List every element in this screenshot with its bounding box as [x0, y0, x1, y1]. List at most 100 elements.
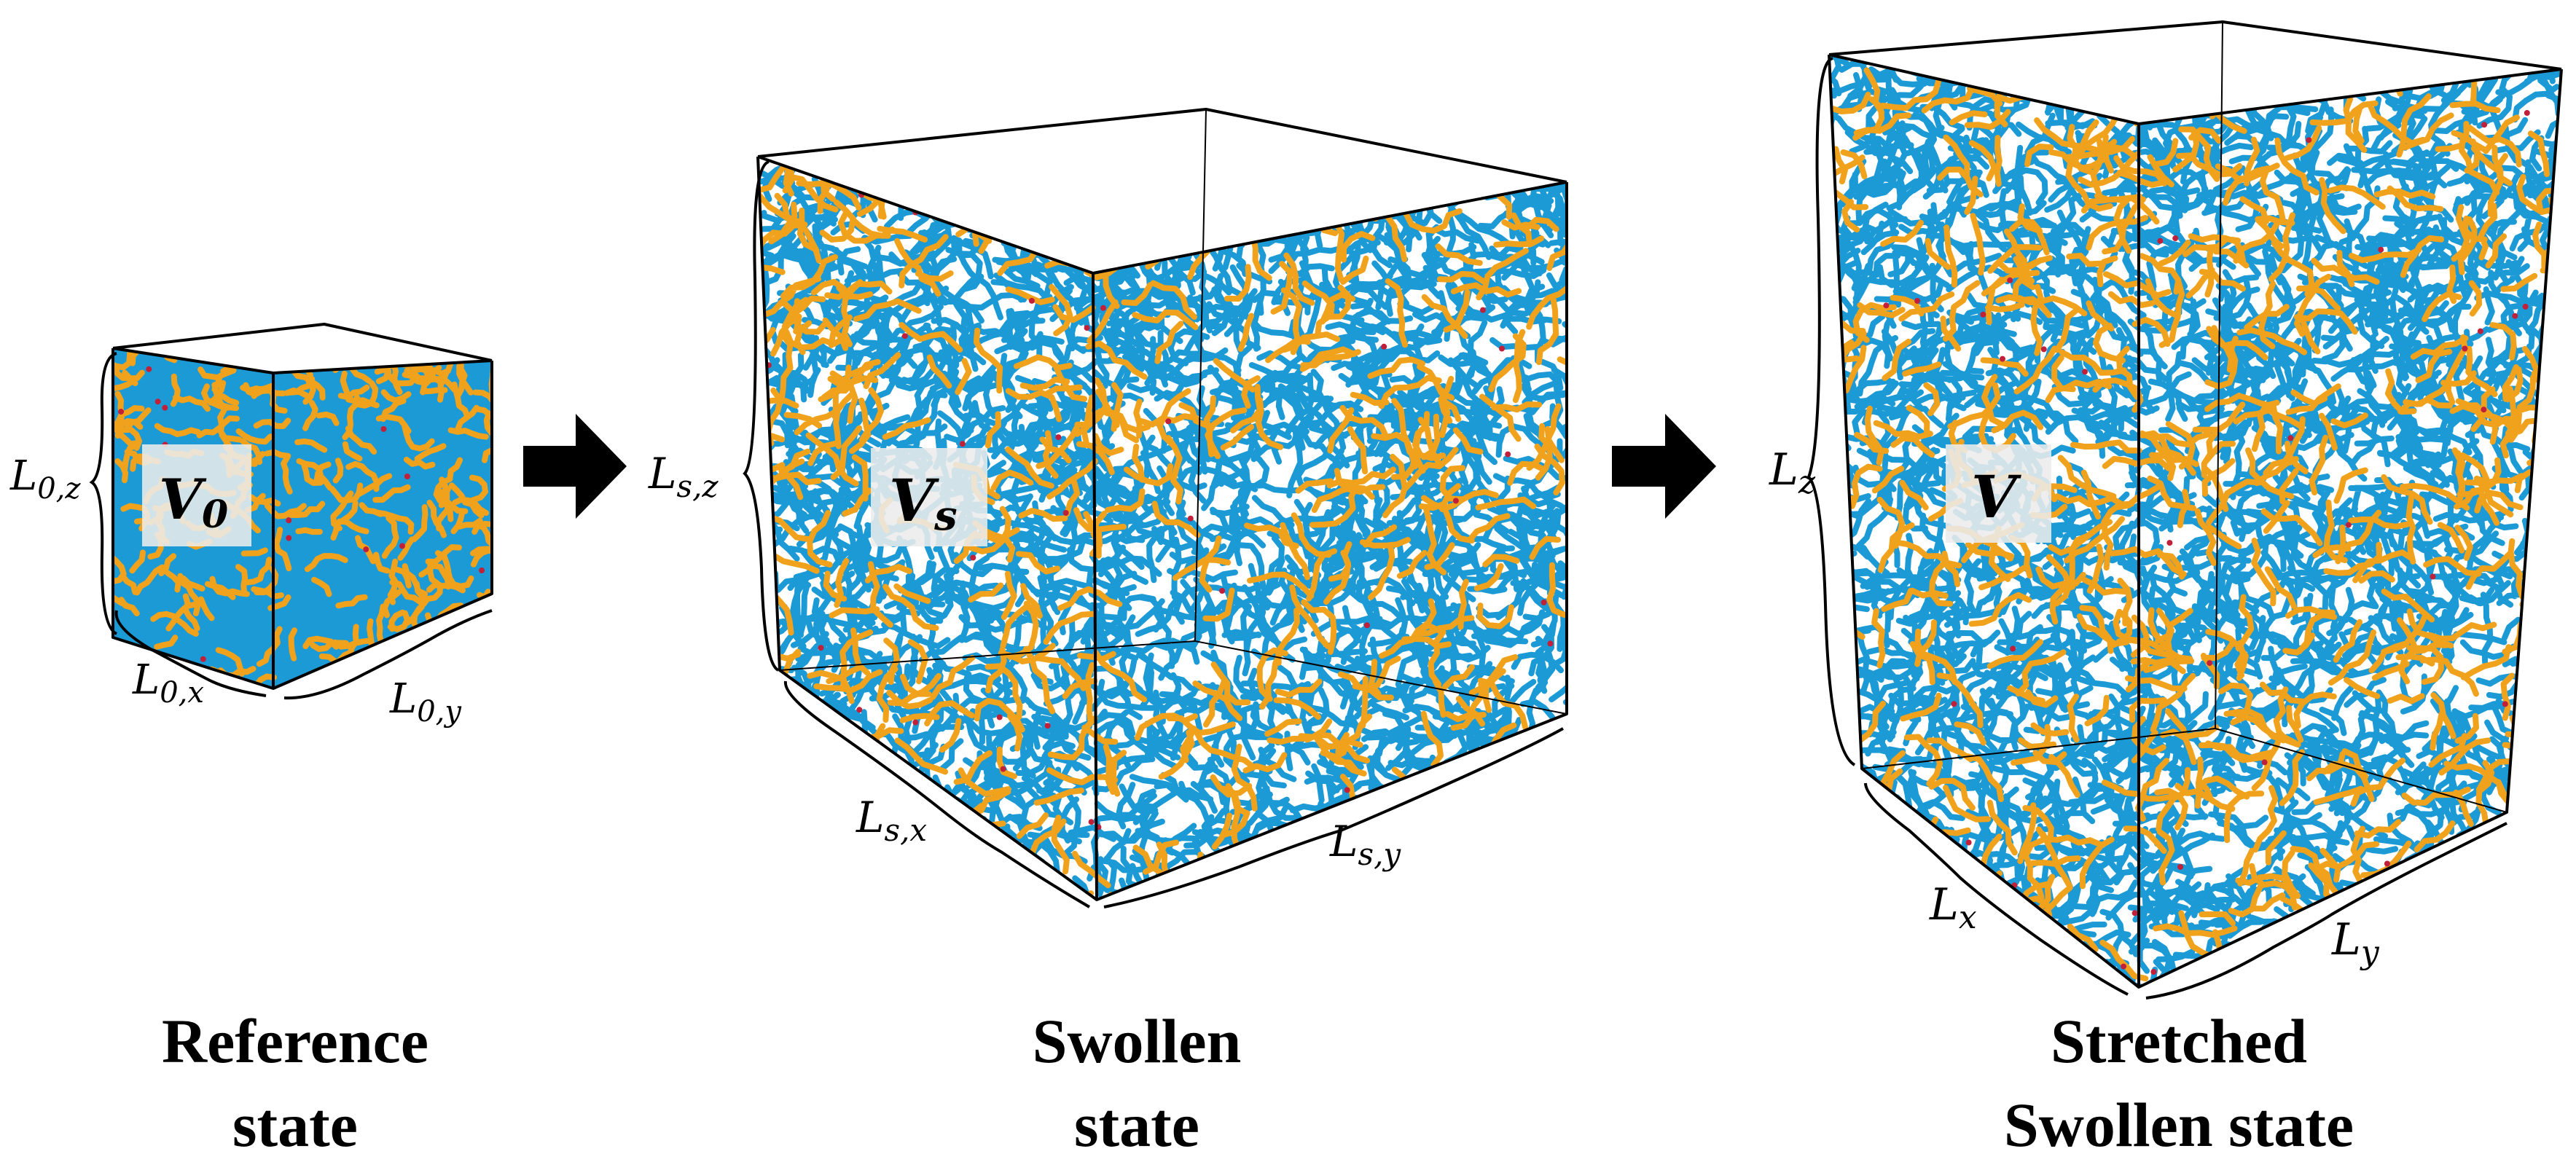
stretched-strands [1829, 27, 2561, 987]
stretched-x-label: Lx [1929, 879, 1977, 936]
swollen-volume-box [871, 448, 987, 546]
reference-caption-line2: state [232, 1090, 358, 1160]
crosslink-point [2007, 277, 2013, 283]
crosslink-point [2207, 660, 2213, 667]
crosslink-point [1381, 343, 1387, 350]
crosslink-point [2306, 137, 2312, 144]
crosslink-point [2040, 346, 2047, 353]
crosslink-point [479, 568, 485, 573]
swollen-panel: Vs Ls,z Ls,x Ls,y Swollen state [648, 108, 1568, 1160]
crosslink-point [1219, 588, 1226, 594]
reference-z-label: L0,z [9, 452, 81, 506]
transition-arrow-2 [1612, 414, 1716, 519]
crosslink-point [1919, 822, 1925, 828]
crosslink-point [286, 517, 292, 524]
crosslink-point [2166, 540, 2173, 546]
reference-volume-text: V0 [159, 467, 228, 537]
crosslink-point [1452, 498, 1459, 504]
reference-box-edges [111, 323, 493, 690]
crosslink-point [2481, 122, 2488, 128]
crosslink-point [1499, 345, 1505, 352]
swollen-dimension-braces [743, 160, 1564, 908]
crosslink-point [1055, 434, 1062, 441]
stretched-z-label: Lz [1769, 444, 1816, 501]
crosslink-point [2010, 645, 2016, 652]
crosslink-point [118, 409, 125, 415]
crosslink-point [2265, 979, 2271, 986]
crosslink-point [970, 554, 976, 561]
crosslink-point [2237, 90, 2243, 97]
stretched-caption-line1: Stretched [2051, 1006, 2307, 1076]
stretched-dimension-braces [1806, 57, 2508, 1000]
crosslink-point [2378, 246, 2384, 253]
crosslink-point [2512, 313, 2518, 319]
crosslink-point [2172, 235, 2179, 242]
stretched-volume-text: V [1971, 463, 2021, 531]
crosslink-point [399, 543, 405, 549]
reference-panel: V0 L0,z L0,x L0,y Reference state [9, 323, 493, 1160]
reference-x-label: L0,x [132, 656, 204, 710]
crosslink-point [2196, 27, 2202, 33]
crosslink-point [2261, 759, 2268, 766]
crosslink-point [1480, 307, 1486, 313]
crosslink-point [1540, 599, 1547, 605]
stretched-volume-box [1946, 444, 2051, 543]
swollen-y-label: Ls,y [1329, 817, 1401, 872]
crosslink-point [1965, 839, 1972, 846]
swollen-volume-text: Vs [889, 466, 958, 540]
crosslink-point [959, 441, 966, 447]
crosslink-point [912, 719, 919, 726]
crosslink-point [1513, 868, 1519, 875]
crosslink-point [1883, 302, 1890, 309]
crosslink-point [1914, 298, 1921, 304]
swollen-caption-line1: Swollen [1033, 1006, 1242, 1076]
crosslink-point [2116, 110, 2123, 117]
crosslink-point [952, 900, 958, 906]
crosslink-point [752, 652, 758, 658]
crosslink-point [2462, 345, 2468, 352]
crosslink-point [818, 645, 824, 651]
crosslink-point [1423, 860, 1430, 865]
crosslink-point [919, 117, 925, 123]
crosslink-point [479, 342, 485, 348]
crosslink-point [2000, 356, 2005, 362]
crosslink-point [2430, 573, 2436, 580]
crosslink-point [2131, 910, 2138, 916]
crosslink-point [1951, 701, 1957, 707]
crosslink-point [1344, 787, 1350, 793]
crosslink-point [2522, 303, 2529, 310]
crosslink-point [2287, 435, 2294, 441]
crosslink-point [974, 199, 980, 205]
stretched-y-label: Ly [2331, 914, 2380, 971]
crosslink-point [901, 333, 908, 339]
crosslink-point [404, 474, 410, 479]
reference-y-label: L0,y [389, 675, 462, 729]
crosslink-point [380, 425, 387, 432]
crosslink-point [2345, 522, 2352, 528]
swollen-x-label: Ls,x [856, 793, 927, 848]
reference-dimension-braces [89, 352, 493, 700]
crosslink-point [253, 348, 259, 354]
crosslink-point [363, 546, 369, 553]
crosslink-point [1062, 510, 1069, 516]
crosslink-point [2481, 407, 2487, 413]
transition-arrow-1 [523, 414, 627, 519]
crosslink-point [2177, 864, 2183, 870]
crosslink-point [1495, 857, 1501, 864]
crosslink-point [183, 324, 189, 330]
crosslink-point [146, 366, 152, 372]
crosslink-point [1495, 863, 1501, 870]
swollen-volume-label: Vs [871, 448, 987, 546]
reference-caption-line1: Reference [162, 1006, 428, 1076]
stretched-panel: V Lz Lx Ly Stretched Swollen state [1769, 20, 2563, 1160]
crosslink-point [2121, 963, 2127, 970]
crosslink-point [2157, 237, 2164, 244]
crosslink-point [1953, 55, 1960, 56]
crosslink-point [1028, 297, 1035, 304]
reference-volume-label: V0 [142, 444, 251, 546]
crosslink-point [200, 656, 206, 662]
crosslink-point [2524, 110, 2530, 116]
crosslink-point [1088, 819, 1095, 825]
crosslink-point [1547, 640, 1554, 647]
